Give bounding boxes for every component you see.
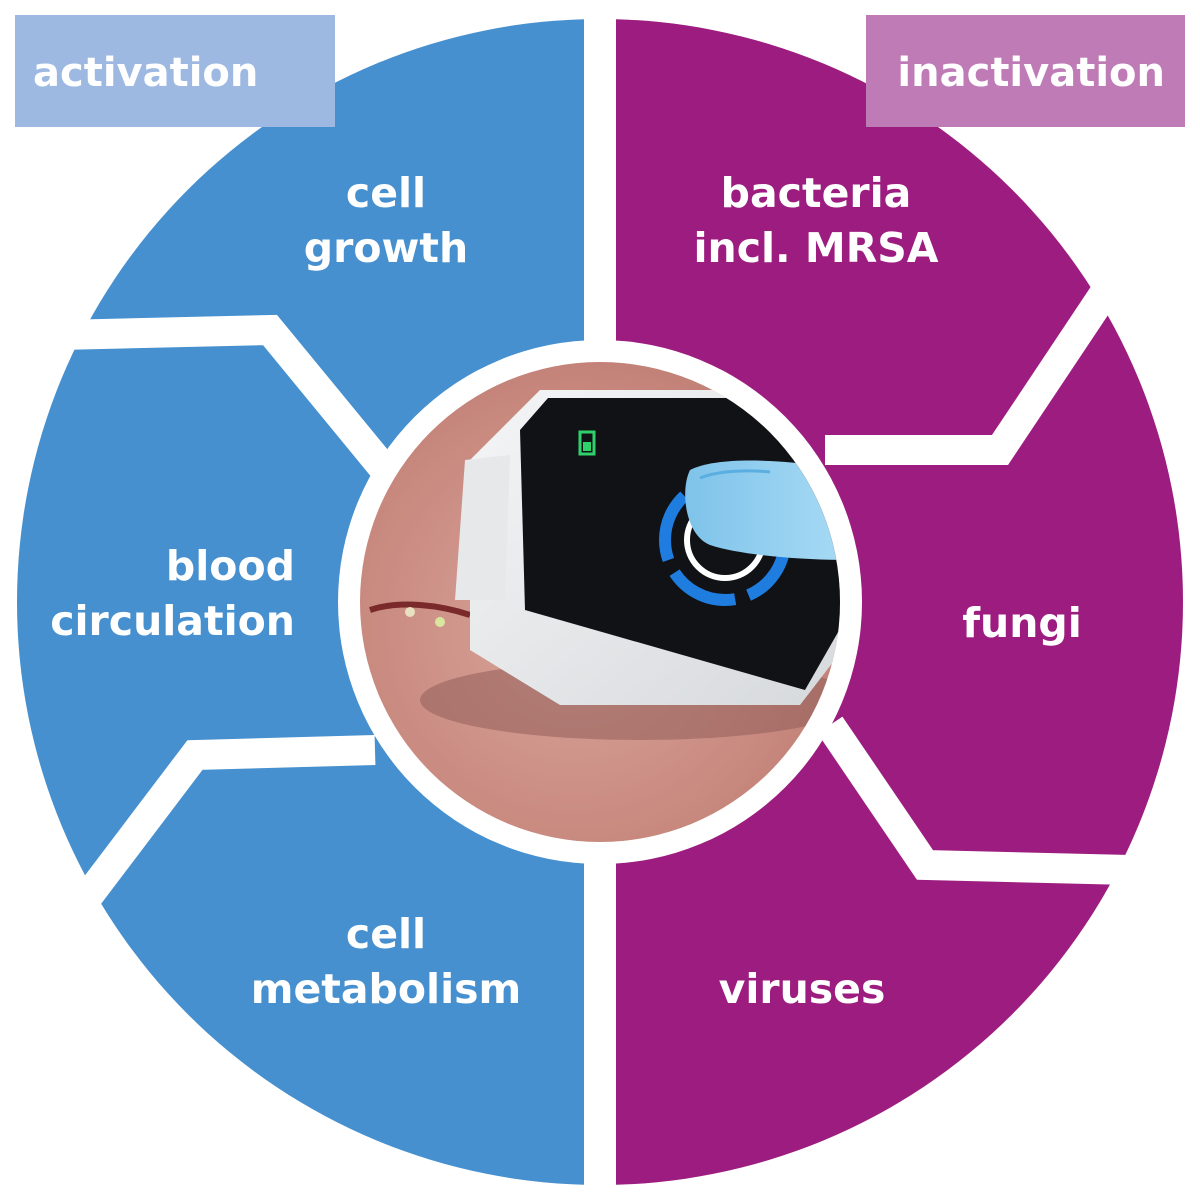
viruses-label: viruses [719,965,886,1013]
bacteria-label-line1: bacteria [721,169,912,217]
cell-metabolism-label-line1: cell [346,910,426,958]
divider-right-top [825,261,1133,465]
divider-right-bottom [817,716,1131,885]
center-device-photo [360,362,840,842]
activation-header-label: activation [33,50,258,96]
cell-growth-label-line2: growth [304,224,468,272]
blood-circulation-label-line1: blood [166,542,295,590]
divider-left-top [59,314,397,480]
divider-left-bottom [58,735,376,930]
fungi-label: fungi [962,599,1082,647]
activation-half [17,19,584,1185]
cell-metabolism-label-line2: metabolism [251,965,522,1013]
blood-circulation-label-line2: circulation [50,597,295,645]
bacteria-label-line2: incl. MRSA [693,224,938,272]
cell-growth-label-line1: cell [346,169,426,217]
inactivation-half [616,19,1183,1185]
inactivation-header-label: inactivation [897,50,1165,96]
